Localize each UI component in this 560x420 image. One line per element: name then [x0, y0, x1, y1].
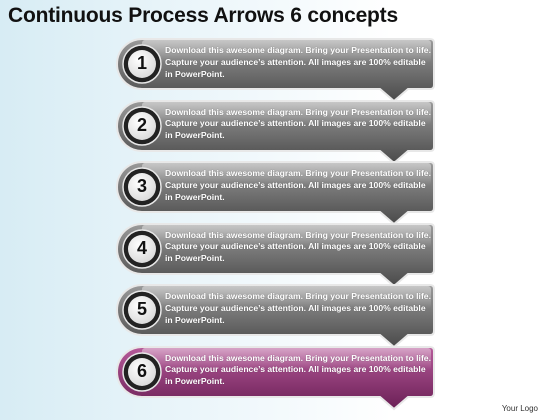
step-number: 4 [136, 237, 147, 258]
page-title: Continuous Process Arrows 6 concepts [8, 4, 398, 27]
step-number: 1 [136, 53, 147, 73]
process-step-1: 1 Download this awesome diagram. Bring yo… [0, 37, 560, 103]
step-description: Download this awesome diagram. Bring you… [165, 352, 431, 387]
process-step-5: 5 Download this awesome diagram. Bring yo… [0, 283, 560, 349]
logo-placeholder: Your Logo [501, 404, 538, 413]
process-step-4: 4 Download this awesome diagram. Bring yo… [0, 222, 560, 287]
step-description: Download this awesome diagram. Bring you… [165, 45, 431, 79]
callout-arrow-shape [116, 222, 435, 287]
process-step-6: 6 Download this awesome diagram. Bring yo… [0, 345, 560, 410]
step-description: Download this awesome diagram. Bring you… [165, 291, 431, 325]
step-description: Download this awesome diagram. Bring you… [165, 106, 431, 141]
step-number: 3 [136, 176, 147, 196]
step-description: Download this awesome diagram. Bring you… [165, 229, 431, 264]
step-number: 5 [136, 299, 147, 319]
process-step-2: 2 Download this awesome diagram. Bring yo… [0, 99, 560, 164]
callout-arrow-shape [116, 38, 435, 103]
callout-arrow-shape [116, 99, 435, 164]
step-number: 6 [136, 360, 147, 381]
callout-arrow-shape [116, 161, 435, 226]
step-number: 2 [136, 114, 147, 135]
step-description: Download this awesome diagram. Bring you… [165, 168, 431, 202]
callout-arrow-shape [116, 284, 435, 349]
process-step-3: 3 Download this awesome diagram. Bring yo… [0, 160, 560, 226]
callout-arrow-shape [116, 345, 435, 410]
